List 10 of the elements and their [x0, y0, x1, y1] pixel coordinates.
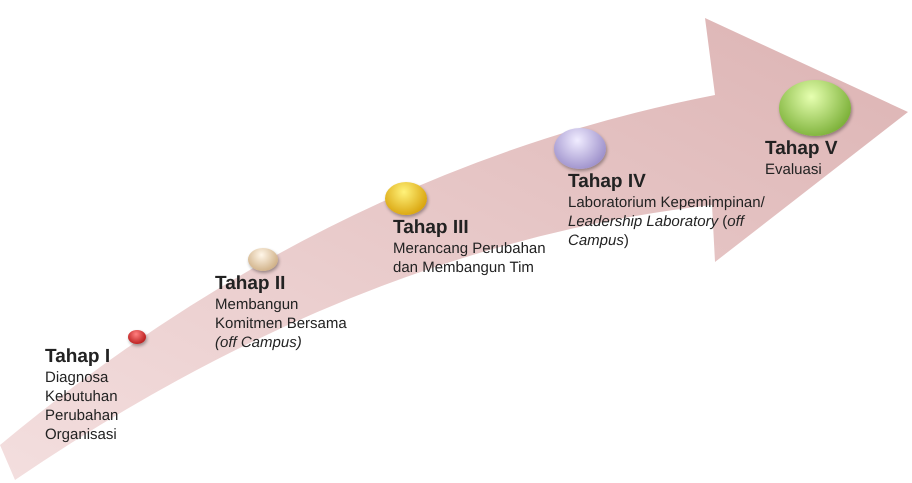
stage-description: Laboratorium Kepemimpinan/ Leadership Laboratory (off Campus) — [568, 193, 766, 250]
stage-description: Evaluasi — [765, 160, 823, 179]
stage-title: Tahap II — [215, 273, 286, 295]
stage-description: Merancang Perubahan dan Membangun Tim — [393, 239, 547, 277]
stage-title: Tahap V — [765, 138, 838, 160]
stage-description: Membangun Komitmen Bersama (off Campus) — [215, 295, 348, 352]
stage-description: Diagnosa Kebutuhan Perubahan Organisasi — [45, 368, 120, 444]
stage-title: Tahap III — [393, 217, 470, 239]
stage-title: Tahap I — [45, 346, 112, 368]
stage-title: Tahap IV — [568, 171, 647, 193]
